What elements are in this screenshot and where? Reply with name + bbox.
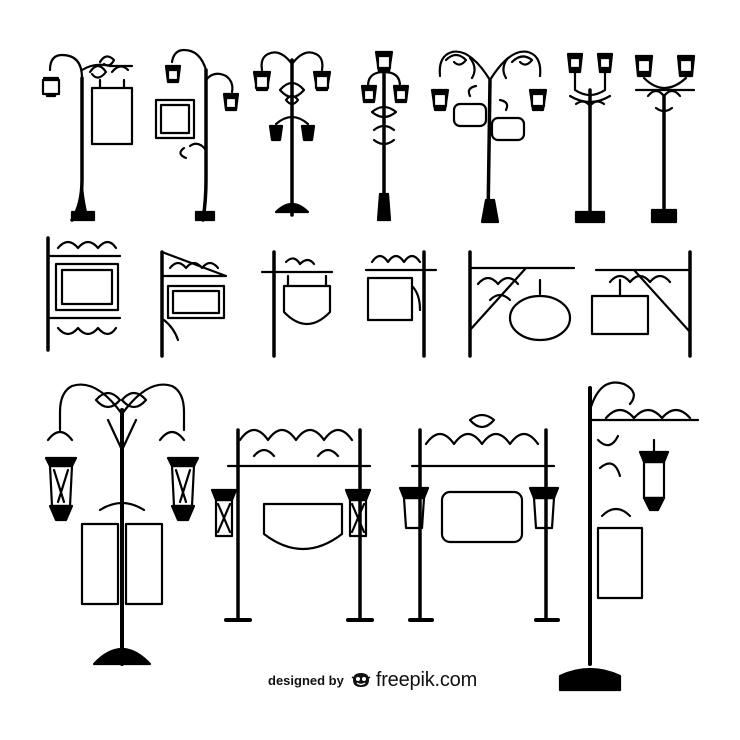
credit-prefix: designed by [268,672,344,688]
large-lamp-post-1 [44,383,200,666]
freepik-credit: designed by freepik.com [268,666,477,694]
freepik-logo-icon [351,673,371,687]
large-lamp-post-2 [210,428,374,622]
sign-bracket-6 [590,250,692,358]
lamp-post-2 [154,48,240,222]
sign-bracket-1 [46,236,122,352]
lamp-post-1 [41,53,134,222]
lamp-post-6 [566,52,614,224]
sign-bracket-3 [260,250,334,358]
large-lamp-post-3 [398,413,560,622]
large-lamp-post-4 [558,381,700,692]
credit-brand: freepik.com [375,668,478,691]
lamp-post-7 [634,54,696,224]
lamp-post-4 [360,50,410,222]
sign-bracket-4 [364,250,438,358]
sign-bracket-2 [160,250,228,358]
lamp-post-3 [252,51,332,217]
sign-bracket-5 [468,250,576,358]
lamp-post-5 [430,50,548,224]
